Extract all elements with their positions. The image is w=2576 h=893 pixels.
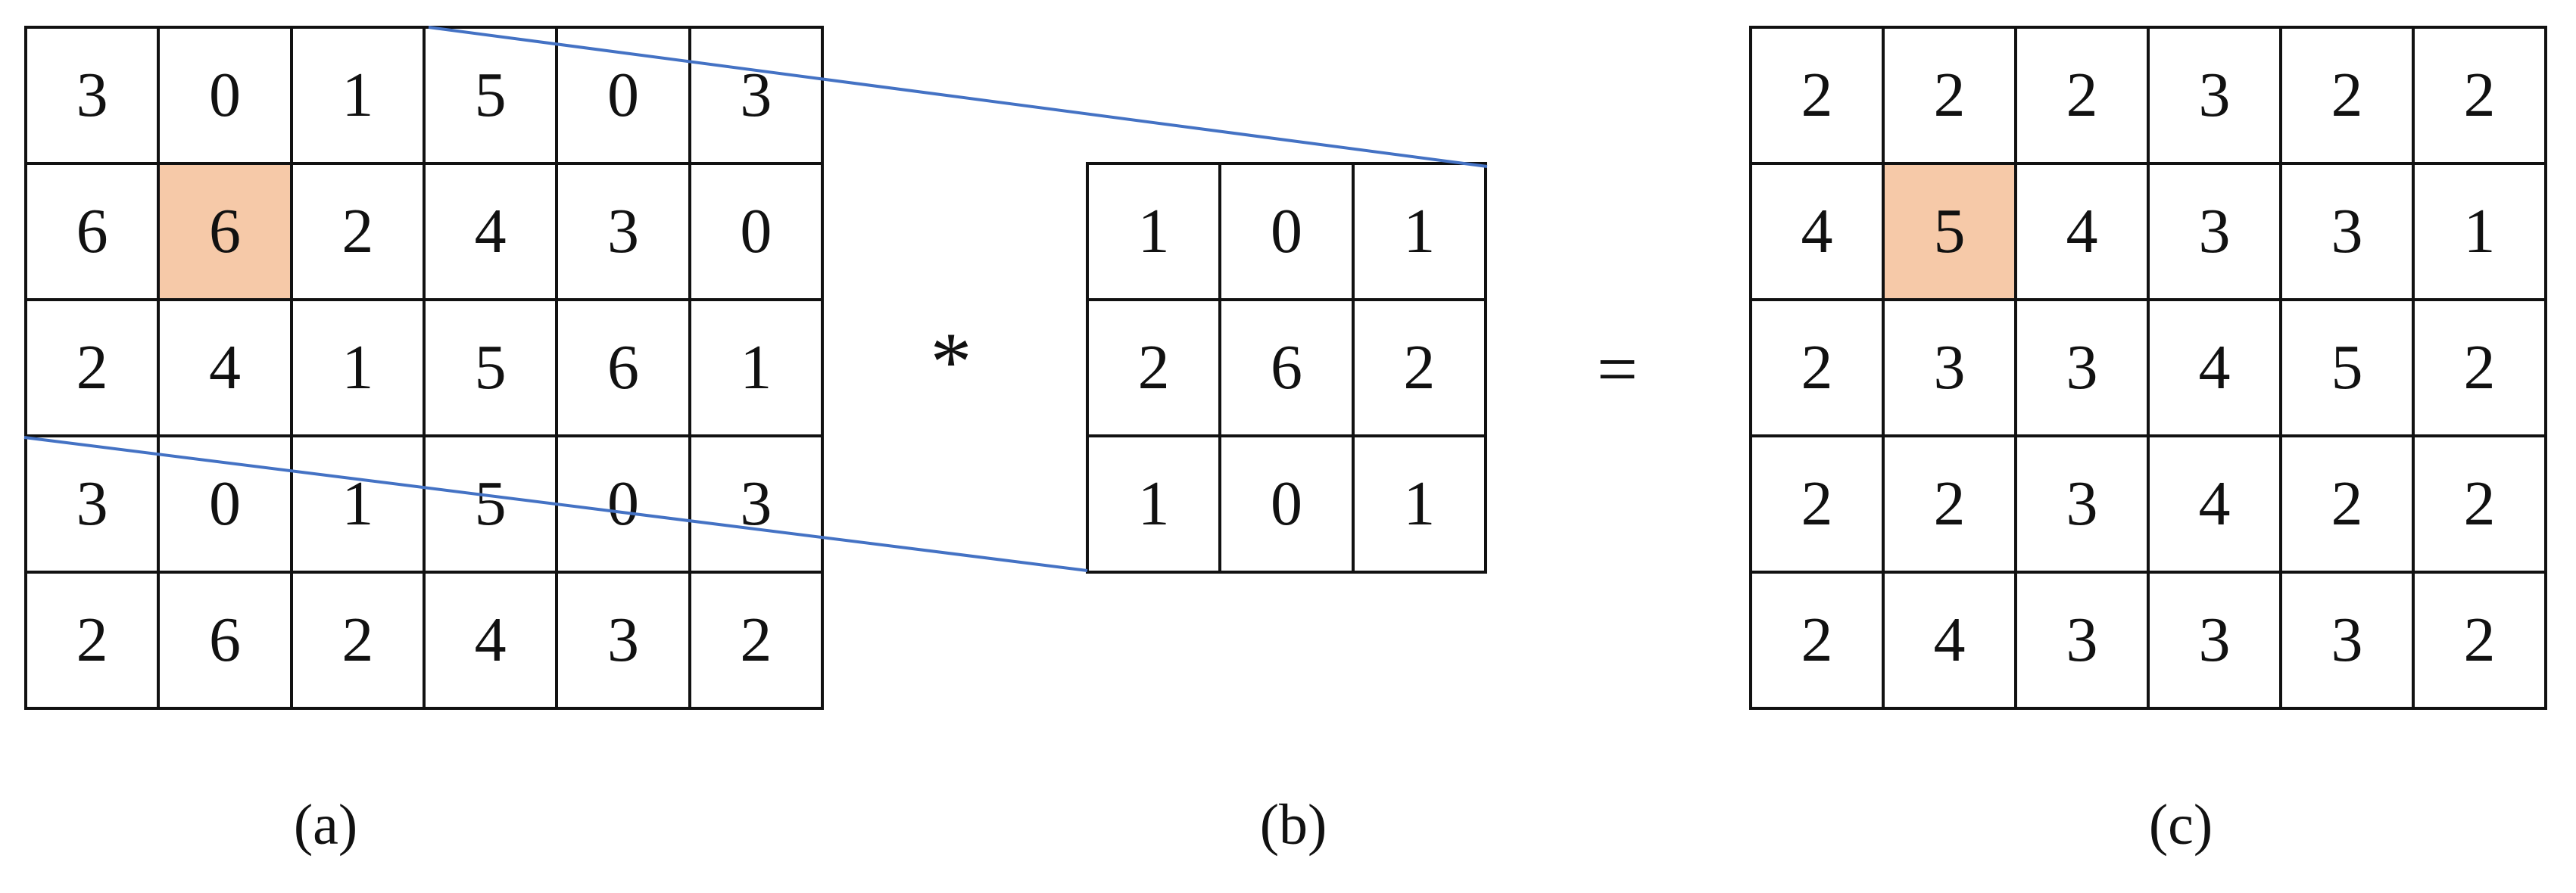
matrix-a-cell: 0	[558, 29, 691, 165]
matrix-a-cell: 3	[558, 574, 691, 710]
matrix-c-cell: 4	[2150, 301, 2282, 437]
matrix-a-cell: 1	[691, 301, 824, 437]
matrix-c-cell: 3	[2150, 29, 2282, 165]
matrix-a-cell: 1	[292, 301, 426, 437]
matrix-a-cell: 2	[27, 574, 161, 710]
caption-b: (b)	[1259, 793, 1327, 857]
matrix-c-cell: 2	[1752, 574, 1885, 710]
matrix-a-cell: 5	[425, 437, 559, 574]
matrix-a-cell-highlighted: 6	[160, 165, 293, 301]
equals-operator: =	[1596, 328, 1639, 409]
matrix-a-cell: 4	[425, 165, 559, 301]
matrix-c-cell: 3	[2282, 165, 2415, 301]
convolution-operator: *	[930, 316, 972, 408]
matrix-c-cell: 3	[2017, 574, 2150, 710]
matrix-a-cell: 2	[27, 301, 161, 437]
matrix-b-cell: 2	[1354, 301, 1487, 437]
matrix-a-cell: 6	[27, 165, 161, 301]
matrix-c-cell: 3	[2017, 301, 2150, 437]
matrix-c-cell: 2	[1752, 301, 1885, 437]
matrix-b-cell: 1	[1089, 165, 1222, 301]
matrix-c-cell: 2	[2415, 29, 2547, 165]
matrix-b-cell: 0	[1221, 437, 1355, 574]
matrix-a-cell: 0	[691, 165, 824, 301]
matrix-a-cell: 4	[425, 574, 559, 710]
matrix-c-cell: 2	[2017, 29, 2150, 165]
matrix-c-cell: 4	[1885, 574, 2017, 710]
matrix-c-cell: 3	[2150, 574, 2282, 710]
matrix-b-cell: 6	[1221, 301, 1355, 437]
matrix-c-cell: 2	[2282, 29, 2415, 165]
matrix-b-cell: 1	[1089, 437, 1222, 574]
matrix-a-cell: 2	[292, 165, 426, 301]
matrix-a-cell: 1	[292, 437, 426, 574]
matrix-c-cell: 3	[2017, 437, 2150, 574]
matrix-c-cell: 5	[2282, 301, 2415, 437]
matrix-a-cell: 5	[425, 29, 559, 165]
matrix-a-cell: 0	[160, 29, 293, 165]
matrix-c-cell: 3	[2150, 165, 2282, 301]
matrix-c-cell: 1	[2415, 165, 2547, 301]
matrix-a-cell: 3	[691, 437, 824, 574]
caption-a: (a)	[293, 793, 358, 857]
matrix-a-cell: 1	[292, 29, 426, 165]
matrix-c-cell: 2	[1752, 437, 1885, 574]
matrix-a-cell: 0	[160, 437, 293, 574]
matrix-a-cell: 6	[558, 301, 691, 437]
caption-c: (c)	[2148, 793, 2213, 857]
matrix-c-cell: 3	[2282, 574, 2415, 710]
matrix-c-cell: 4	[2017, 165, 2150, 301]
matrix-a-cell: 2	[691, 574, 824, 710]
matrix-a-cell: 0	[558, 437, 691, 574]
matrix-a-cell: 3	[691, 29, 824, 165]
matrix-c-cell: 4	[1752, 165, 1885, 301]
matrix-c-cell: 2	[2282, 437, 2415, 574]
matrix-c-cell: 2	[1885, 437, 2017, 574]
matrix-c-cell: 2	[2415, 301, 2547, 437]
matrix-b-cell: 2	[1089, 301, 1222, 437]
matrix-c-cell: 4	[2150, 437, 2282, 574]
matrix-c-cell: 2	[1752, 29, 1885, 165]
matrix-a-cell: 3	[27, 29, 161, 165]
matrix-a-cell: 2	[292, 574, 426, 710]
matrix-a-cell: 4	[160, 301, 293, 437]
matrix-b-cell: 0	[1221, 165, 1355, 301]
matrix-a-cell: 6	[160, 574, 293, 710]
matrix-b-cell: 1	[1354, 165, 1487, 301]
matrix-a-cell: 5	[425, 301, 559, 437]
matrix-a-cell: 3	[27, 437, 161, 574]
matrix-a-cell: 3	[558, 165, 691, 301]
matrix-b-cell: 1	[1354, 437, 1487, 574]
matrix-c-cell-highlighted: 5	[1885, 165, 2017, 301]
matrix-c-cell: 3	[1885, 301, 2017, 437]
matrix-c-cell: 2	[2415, 437, 2547, 574]
matrix-c-cell: 2	[2415, 574, 2547, 710]
matrix-c-cell: 2	[1885, 29, 2017, 165]
